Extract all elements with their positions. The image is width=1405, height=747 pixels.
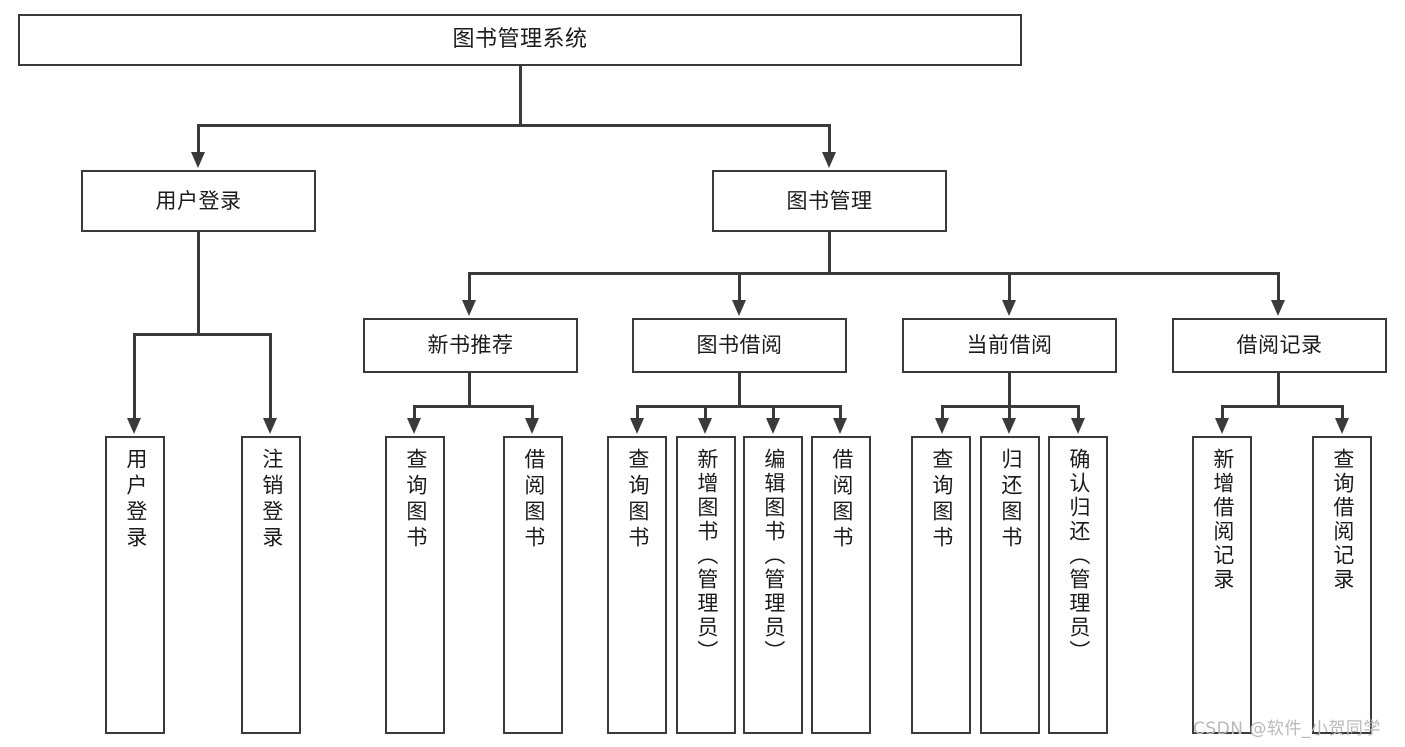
arrow-to-leaf-add-borrow-record (1215, 418, 1229, 434)
leaf-add-book-admin[interactable]: 新增图书（管理员） (676, 436, 736, 734)
connector-book-borrow-drop-4 (839, 405, 842, 420)
connector-level2-bus (197, 124, 831, 127)
connector-current-borrow-drop-1 (941, 405, 944, 420)
connector-level2-drop-left (197, 124, 200, 154)
arrow-to-book-borrow (732, 300, 746, 316)
arrow-to-borrow-record (1271, 300, 1285, 316)
leaf-confirm-return-admin[interactable]: 确认归还（管理员） (1048, 436, 1108, 734)
leaf-query-book-borrow[interactable]: 查询图书 (607, 436, 667, 734)
connector-user-login-stem (197, 232, 200, 333)
node-label: 用户登录 (155, 188, 242, 213)
node-label: 当前借阅 (966, 333, 1053, 358)
connector-new-book-bus (413, 405, 534, 408)
connector-user-login-drop-2 (269, 333, 272, 420)
arrow-to-user-login (191, 152, 205, 168)
connector-borrow-record-bus (1221, 405, 1344, 408)
leaf-query-borrow-record[interactable]: 查询借阅记录 (1312, 436, 1372, 734)
leaf-borrow-book-recommend[interactable]: 借阅图书 (503, 436, 563, 734)
connector-level3-drop-3 (1008, 272, 1011, 302)
arrow-to-leaf-borrow-book-1 (525, 418, 539, 434)
leaf-edit-book-admin[interactable]: 编辑图书（管理员） (743, 436, 803, 734)
arrow-to-current-borrow (1002, 300, 1016, 316)
connector-user-login-bus (133, 333, 272, 336)
leaf-return-book[interactable]: 归还图书 (980, 436, 1040, 734)
arrow-to-leaf-user-login (127, 418, 141, 434)
connector-current-borrow-drop-3 (1077, 405, 1080, 420)
node-book-management[interactable]: 图书管理 (712, 170, 947, 232)
node-borrow-record[interactable]: 借阅记录 (1172, 318, 1387, 373)
connector-new-book-drop-1 (413, 405, 416, 420)
connector-book-borrow-drop-3 (772, 405, 775, 420)
node-label: 借阅图书 (521, 448, 546, 552)
node-label: 借阅图书 (829, 448, 854, 552)
leaf-user-login[interactable]: 用户登录 (105, 436, 165, 734)
connector-current-borrow-stem (1008, 373, 1011, 405)
node-current-borrow[interactable]: 当前借阅 (902, 318, 1117, 373)
connector-borrow-record-stem (1277, 373, 1280, 405)
connector-root-stem (519, 66, 522, 124)
node-label: 编辑图书（管理员） (761, 448, 786, 664)
connector-current-borrow-drop-2 (1008, 405, 1011, 420)
connector-level3-drop-4 (1277, 272, 1280, 302)
node-label: 查询图书 (403, 448, 428, 552)
arrow-to-leaf-query-book-3 (935, 418, 949, 434)
node-label: 归还图书 (998, 448, 1023, 552)
node-label: 查询借阅记录 (1330, 448, 1355, 592)
arrow-to-leaf-query-book-1 (407, 418, 421, 434)
connector-level3-drop-1 (468, 272, 471, 302)
connector-book-borrow-drop-2 (704, 405, 707, 420)
node-label: 借阅记录 (1236, 333, 1323, 358)
node-label: 图书借阅 (696, 333, 783, 358)
connector-level2-drop-right (828, 124, 831, 154)
node-label: 图书管理 (786, 188, 873, 213)
node-label: 用户登录 (123, 448, 148, 552)
connector-borrow-record-drop-1 (1221, 405, 1224, 420)
arrow-to-leaf-logout (263, 418, 277, 434)
node-new-book-recommend[interactable]: 新书推荐 (363, 318, 578, 373)
node-label: 新增借阅记录 (1210, 448, 1235, 592)
arrow-to-leaf-borrow-book-2 (833, 418, 847, 434)
connector-new-book-drop-2 (531, 405, 534, 420)
leaf-query-book-recommend[interactable]: 查询图书 (385, 436, 445, 734)
arrow-to-leaf-return-book (1002, 418, 1016, 434)
connector-new-book-stem (468, 373, 471, 405)
arrow-to-leaf-confirm-return (1071, 418, 1085, 434)
leaf-borrow-book[interactable]: 借阅图书 (811, 436, 871, 734)
leaf-add-borrow-record[interactable]: 新增借阅记录 (1192, 436, 1252, 734)
connector-book-borrow-drop-1 (636, 405, 639, 420)
connector-level3-bus (468, 272, 1280, 275)
leaf-logout[interactable]: 注销登录 (241, 436, 301, 734)
node-label: 注销登录 (259, 448, 284, 552)
connector-book-management-stem (828, 232, 831, 272)
connector-level3-drop-2 (738, 272, 741, 302)
arrow-to-leaf-add-book (698, 418, 712, 434)
arrow-to-new-book-recommend (462, 300, 476, 316)
connector-user-login-drop-1 (133, 333, 136, 420)
node-label: 确认归还（管理员） (1066, 448, 1091, 664)
connector-borrow-record-drop-2 (1341, 405, 1344, 420)
connector-book-borrow-bus (636, 405, 842, 408)
arrow-to-leaf-query-borrow-record (1335, 418, 1349, 434)
arrow-to-book-management (822, 152, 836, 168)
node-label: 图书管理系统 (452, 27, 588, 53)
connector-book-borrow-stem (738, 373, 741, 405)
node-label: 查询图书 (625, 448, 650, 552)
node-label: 查询图书 (929, 448, 954, 552)
node-label: 新增图书（管理员） (694, 448, 719, 664)
leaf-query-book-current[interactable]: 查询图书 (911, 436, 971, 734)
arrow-to-leaf-edit-book (766, 418, 780, 434)
node-book-borrow[interactable]: 图书借阅 (632, 318, 847, 373)
node-user-login[interactable]: 用户登录 (81, 170, 316, 232)
node-label: 新书推荐 (427, 333, 514, 358)
arrow-to-leaf-query-book-2 (630, 418, 644, 434)
node-root-book-management-system[interactable]: 图书管理系统 (18, 14, 1022, 66)
